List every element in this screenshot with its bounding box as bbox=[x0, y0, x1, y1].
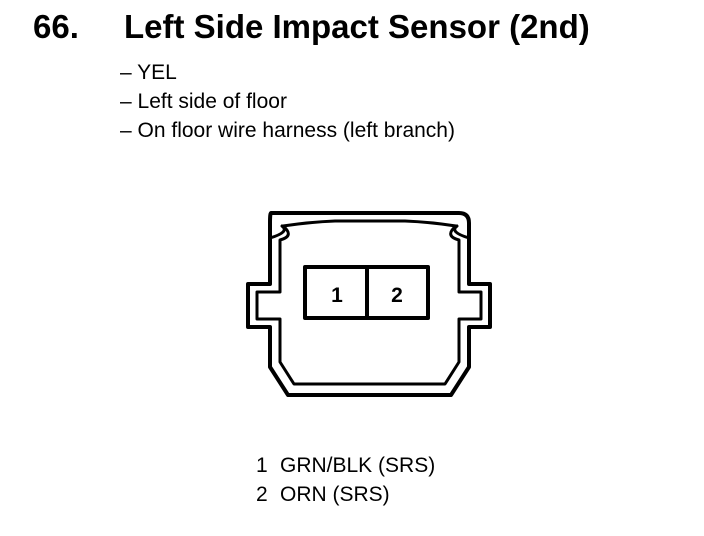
pin-description: ORN (SRS) bbox=[280, 483, 390, 506]
connector-housing-inner bbox=[255, 219, 483, 386]
connector-info-list: – YEL – Left side of floor – On floor wi… bbox=[120, 58, 455, 145]
pin-row: 1 GRN/BLK (SRS) bbox=[256, 451, 435, 480]
pin-description: GRN/BLK (SRS) bbox=[280, 454, 436, 477]
pin-number: 2 bbox=[256, 483, 268, 506]
latch-right bbox=[453, 224, 471, 240]
connector-location: – Left side of floor bbox=[120, 90, 287, 113]
latch-left bbox=[268, 224, 286, 240]
cavity-label-1: 1 bbox=[331, 284, 343, 307]
cavity-label-2: 2 bbox=[391, 284, 403, 307]
connector-harness: – On floor wire harness (left branch) bbox=[120, 119, 455, 142]
pin-assignment-list: 1 GRN/BLK (SRS) 2 ORN (SRS) bbox=[256, 451, 435, 509]
page-title: Left Side Impact Sensor (2nd) bbox=[124, 8, 590, 45]
connector-housing-outer bbox=[246, 211, 492, 397]
connector-color: – YEL bbox=[120, 61, 177, 84]
pin-number: 1 bbox=[256, 454, 268, 477]
pin-row: 2 ORN (SRS) bbox=[256, 480, 435, 509]
item-number: 66. bbox=[33, 8, 79, 45]
